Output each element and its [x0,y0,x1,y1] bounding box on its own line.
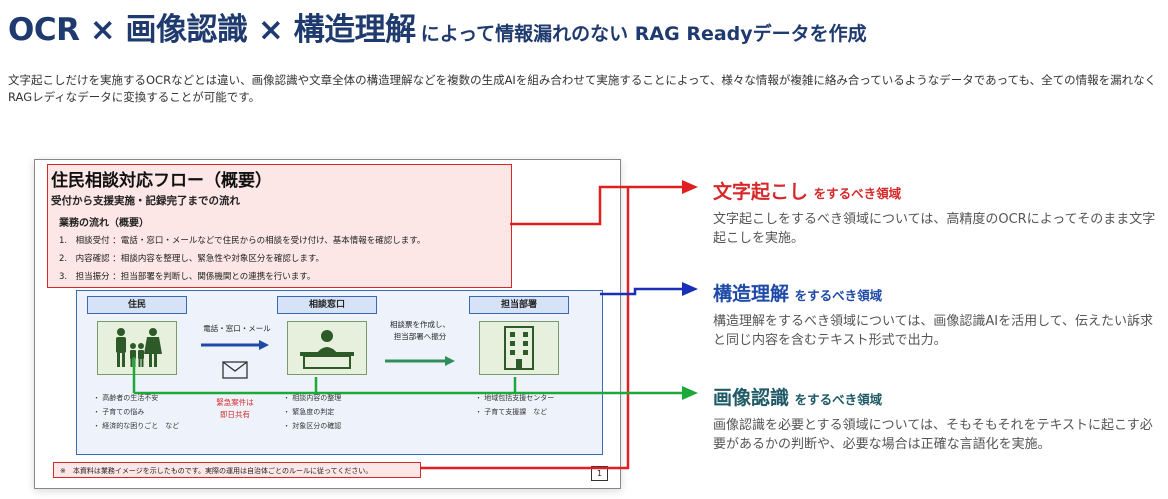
callout-title: 構造理解 [713,283,790,305]
column-item: ・ 対象区分の確認 [283,422,342,430]
step-item: 1. 相談受付 ：電話・窓口・メールなどで住民からの相談を受け付け、基本情報を確… [59,236,426,246]
flow-column-residents: 住民 ・ 高齢者の生活不安 ・ 子育ての悩み ・ 経済的な困りごと など [87,296,187,433]
step-item: 3. 担当振分 ：担当部署を判断し、関係機関との連携を行います。 [59,272,316,282]
page-title: OCR × 画像認識 × 構造理解 [8,12,416,48]
column-header: 相談窓口 [277,296,377,314]
urgent-note: 緊急案件は 即日共有 [195,397,275,421]
arrow2-label-line: 担当部署へ振分 [393,332,447,341]
column-item: ・ 地域包括支援センター [475,394,555,402]
connector-green [132,357,698,400]
sample-slide: 住民相談対応フロー（概要） 受付から支援実施・記録完了までの流れ 業務の流れ（概… [34,159,621,489]
callout-suffix: をするべき領域 [794,288,883,303]
reception-desk-icon [287,321,367,375]
column-item: ・ 子育て支援課 など [475,408,548,416]
urgent-note-line: 緊急案件は [216,398,254,407]
arrow1-label: 電話・窓口・メール [203,324,271,333]
flow-diagram-region: 住民 ・ 高齢者の生活不安 ・ 子育ての悩み ・ 経済的な困りごと など 電話・… [76,290,603,455]
arrow-right-icon [201,340,269,350]
column-items: ・ 地域包括支援センター ・ 子育て支援課 など [469,391,569,419]
page-subtitle: によって情報漏れのない RAG Readyデータを作成 [420,23,867,45]
urgent-note-line: 即日共有 [220,410,250,419]
slide-subtitle: 受付から支援実施・記録完了までの流れ [51,195,240,207]
column-items: ・ 高齢者の生活不安 ・ 子育ての悩み ・ 経済的な困りごと など [87,391,187,433]
column-item: ・ 経済的な困りごと など [93,422,180,430]
column-item: ・ 緊急度の判定 [283,408,335,416]
column-items: ・ 相談内容の整理 ・ 緊急度の判定 ・ 対象区分の確認 [277,391,377,433]
intro-text: 文字起こしだけを実施するOCRなどとは違い、画像認識や文章全体の構造理解などを複… [8,73,1157,104]
arrow2-label-line: 相談票を作成し、 [390,320,450,329]
flow-heading: 業務の流れ（概要） [59,218,149,229]
column-item: ・ 子育ての悩み [93,408,145,416]
callout-structure: 構造理解 をするべき領域 構造理解をするべき領域については、画像認識AIを活用し… [713,279,1163,350]
text-region-highlight [47,164,512,288]
mail-icon [222,361,248,379]
column-item: ・ 高齢者の生活不安 [93,394,159,402]
connector-red [420,180,698,470]
callout-image-recognition: 画像認識 をするべき領域 画像認識を必要とする領域については、そもそもそれをテキ… [713,383,1163,454]
step-list: 1. 相談受付 ：電話・窓口・メールなどで住民からの相談を受け付け、基本情報を確… [59,232,425,286]
callout-ocr: 文字起こし をするべき領域 文字起こしをするべき領域については、高精度のOCRに… [713,177,1163,248]
callout-title: 文字起こし [713,181,809,203]
family-icon [97,321,177,375]
step-item: 2. 内容確認 ：相談内容を整理し、緊急性や対象区分を確認します。 [59,254,324,264]
column-header: 住民 [87,296,187,314]
office-building-icon [479,321,559,375]
column-header: 担当部署 [469,296,569,314]
column-item: ・ 相談内容の整理 [283,394,342,402]
page-header: OCR × 画像認識 × 構造理解 によって情報漏れのない RAG Readyデ… [8,4,867,49]
callout-suffix: をするべき領域 [794,392,883,407]
callout-title: 画像認識 [713,387,790,409]
callout-description: 文字起こしをするべき領域については、高精度のOCRによってそのまま文字起こしを実… [713,212,1156,246]
callout-suffix: をするべき領域 [813,186,902,201]
flow-column-department: 担当部署 ・ 地域包括支援センター ・ 子育て支援課 など [469,296,569,419]
slide-footnote: ※ 本資料は業務イメージを示したものです。実際の運用は自治体ごとのルールに従って… [53,462,421,478]
connector-blue [600,282,698,296]
arrow-right-icon [385,356,455,366]
callout-description: 構造理解をするべき領域については、画像認識AIを活用して、伝えたい訴求と同じ内容… [713,314,1154,348]
flow-column-counter: 相談窓口 ・ 相談内容の整理 ・ 緊急度の判定 ・ 対象区分の確認 [277,296,377,433]
arrow2-label: 相談票を作成し、 担当部署へ振分 [377,319,463,343]
slide-title: 住民相談対応フロー（概要） [51,171,272,191]
slide-page-number: 1 [591,466,608,481]
callout-description: 画像認識を必要とする領域については、そもそもそれをテキストに起こす必要があるかの… [713,418,1153,452]
